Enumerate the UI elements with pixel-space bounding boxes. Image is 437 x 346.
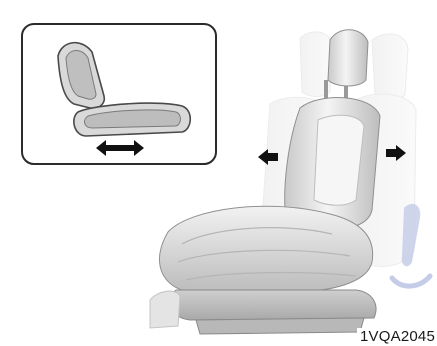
inset-switch-panel xyxy=(22,24,216,164)
figure-code: 1VQA2045 xyxy=(357,328,435,345)
headrest xyxy=(328,30,368,86)
seat-base xyxy=(170,290,376,320)
